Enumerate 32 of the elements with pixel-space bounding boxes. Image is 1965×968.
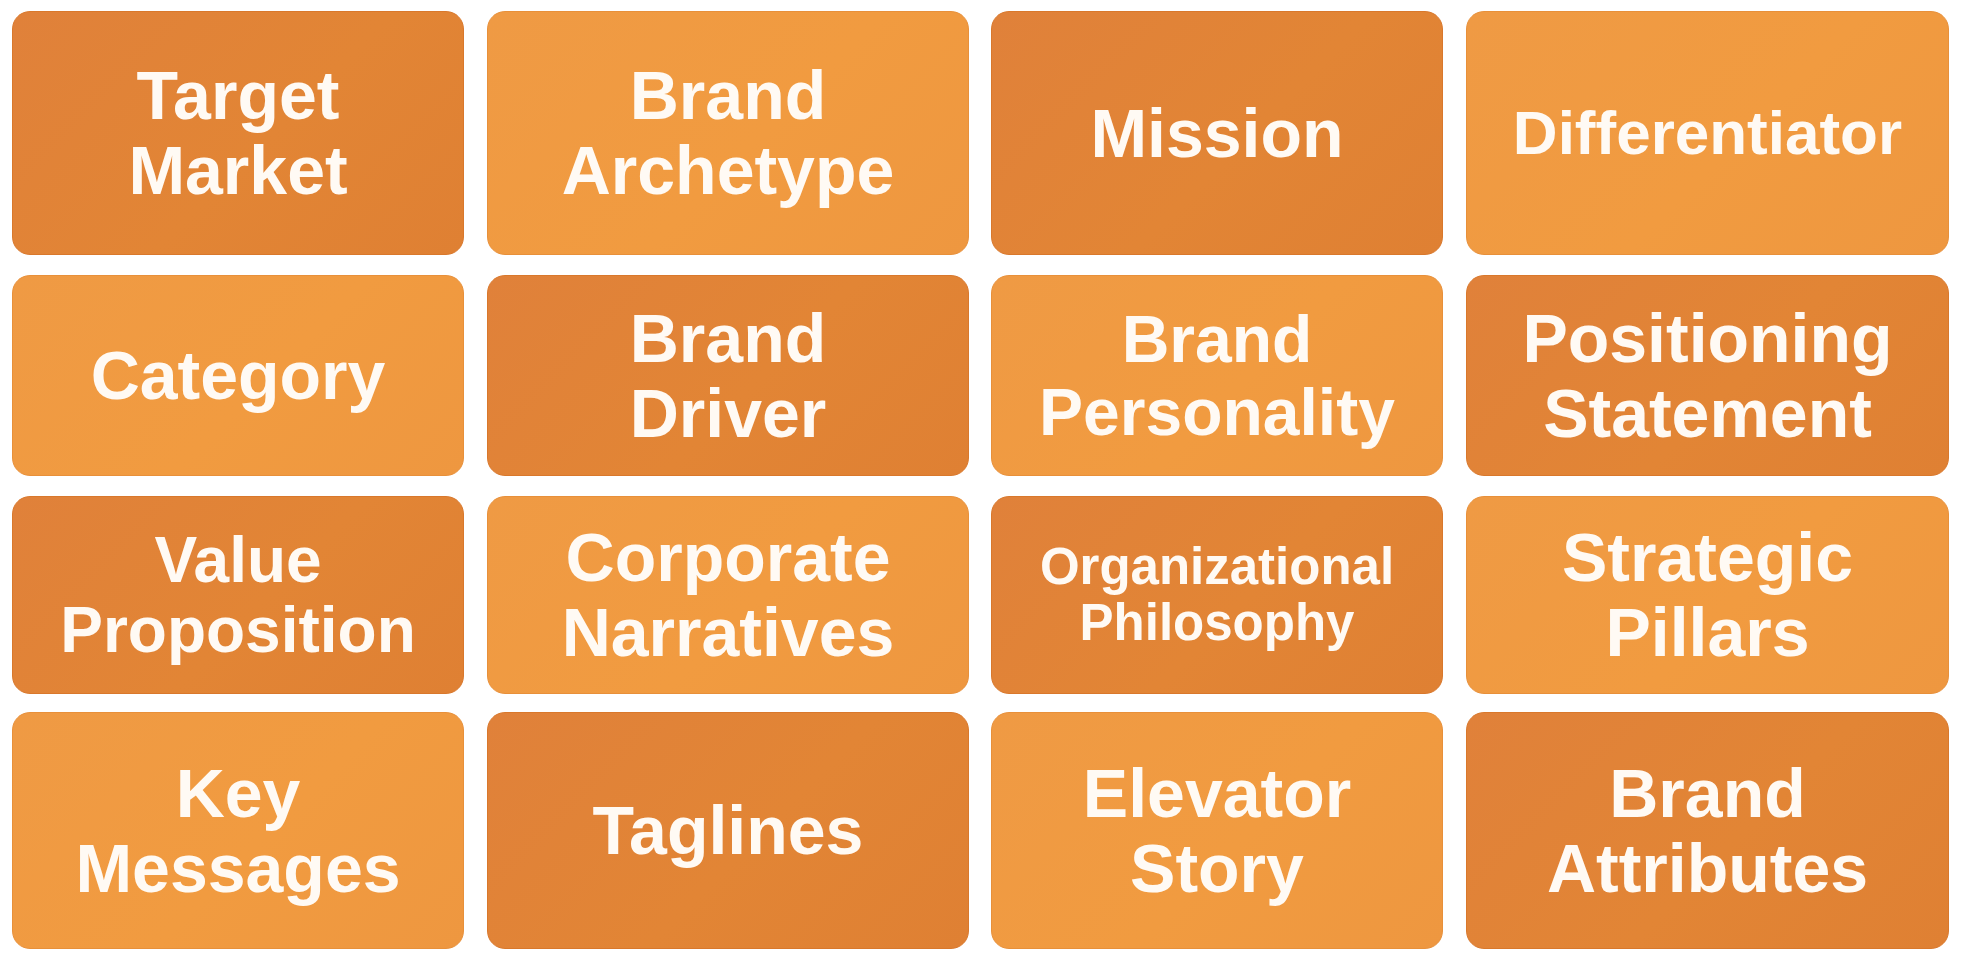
term-card [991,712,1443,949]
term-card [12,275,464,476]
card-title: Brand Driver [628,300,828,451]
term-card [1466,496,1949,694]
term-card [12,11,464,255]
term-card [487,11,969,255]
card-title: Brand Personality [1038,302,1396,449]
card-title: Positioning Statement [1521,300,1894,451]
card-title: Differentiator [1512,98,1903,168]
term-card [12,712,464,949]
term-card [487,275,969,476]
card-title: Organizational Philosophy [1038,538,1396,652]
card-title: Strategic Pillars [1561,520,1854,670]
term-card [1466,11,1949,255]
term-card [487,496,969,694]
card-title: Target Market [127,58,349,208]
term-card [487,712,969,949]
card-title: Value Proposition [59,524,417,666]
card-title: Brand Attributes [1545,755,1870,906]
term-card [1466,275,1949,476]
term-card [1466,712,1949,949]
term-card [12,496,464,694]
card-title: Elevator Story [1081,755,1353,906]
term-card [991,11,1443,255]
card-title: Brand Archetype [560,58,896,208]
card-title: Category [90,338,386,413]
card-title: Taglines [592,793,864,868]
card-title: Key Messages [74,755,402,906]
term-card [991,496,1443,694]
term-card [991,275,1443,476]
card-title: Mission [1090,95,1344,171]
card-title: Corporate Narratives [560,520,896,670]
